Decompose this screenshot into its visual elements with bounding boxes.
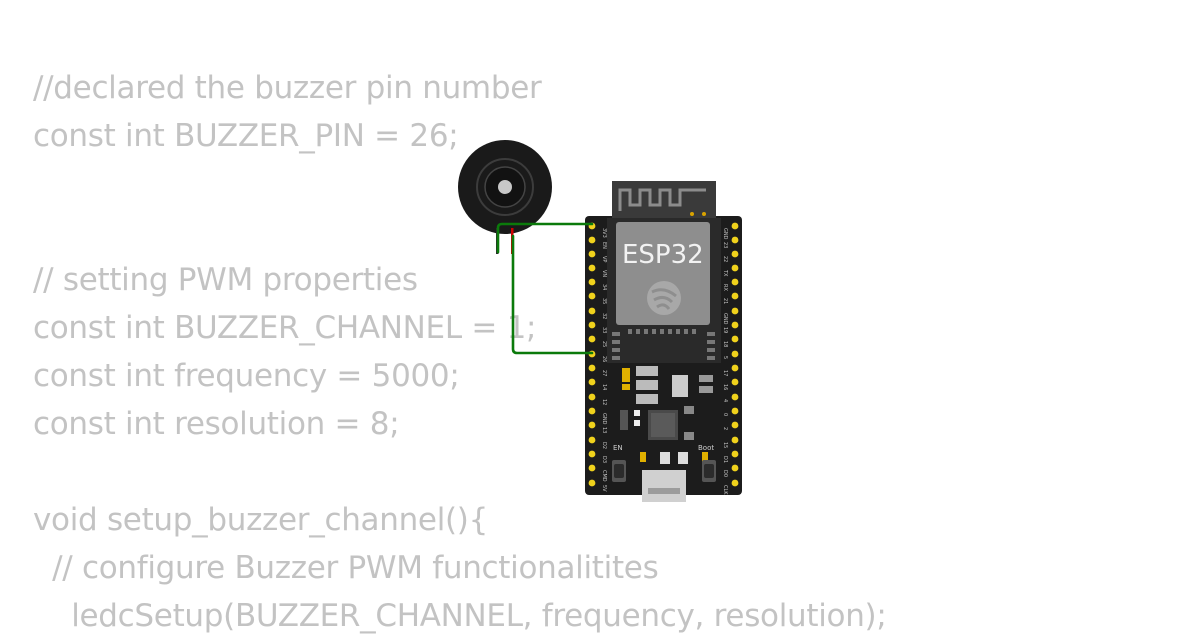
pin-label: 4 [722, 399, 728, 402]
wires [496, 222, 594, 355]
pin-label: GND [722, 228, 728, 240]
pin-label: D2 [601, 442, 607, 449]
antenna-trace [618, 188, 706, 211]
pin-label: 5 [722, 356, 728, 359]
pin-label: 2 [722, 427, 728, 430]
code-line-6: const int BUZZER_CHANNEL = 1; [33, 310, 537, 346]
code-line-2: const int BUZZER_PIN = 26; [33, 118, 459, 154]
pin-label: 13 [601, 427, 607, 433]
antenna-block [612, 181, 716, 218]
pin-label: 23 [722, 242, 728, 248]
pin-label: 15 [722, 442, 728, 448]
buzzer-opening [498, 180, 512, 194]
pin-label: 32 [601, 313, 607, 319]
pin-label: 35 [601, 298, 607, 304]
wire-gnd[interactable] [496, 222, 594, 254]
pin-label: CMD [601, 470, 607, 482]
pin-label: GND [601, 413, 607, 425]
code-line-8: const int resolution = 8; [33, 406, 400, 442]
espressif-logo-icon [647, 281, 681, 315]
pin-label: 22 [722, 256, 728, 262]
pin-label: D1 [722, 456, 728, 463]
pin-label: 19 [722, 327, 728, 333]
micro-usb-port [642, 470, 686, 502]
pin-label: 5V [601, 485, 607, 492]
pin-label: VP [601, 256, 607, 262]
buzzer[interactable] [458, 140, 552, 254]
right-pin-header [731, 222, 739, 487]
boot-button[interactable] [704, 464, 714, 478]
pin-label: 26 [601, 356, 607, 362]
code-line-10: void setup_buzzer_channel(){ [33, 502, 489, 538]
board-title: ESP32 [622, 240, 704, 270]
pin-label: GND [722, 313, 728, 325]
pin-label: VN [601, 270, 607, 277]
pin-label: EN [601, 242, 607, 249]
pin-label: 0 [722, 413, 728, 416]
pin-label: 12 [601, 399, 607, 405]
pin-label: 17 [722, 370, 728, 376]
pin-label: 33 [601, 327, 607, 333]
pin-label: RX [722, 284, 728, 291]
module-shield [616, 222, 710, 325]
esp32-board[interactable]: ESP32 [585, 181, 742, 502]
code-line-11: // configure Buzzer PWM functionalitites [33, 550, 659, 586]
pin-label: 34 [601, 284, 607, 290]
code-line-7: const int frequency = 5000; [33, 358, 460, 394]
wire-gpio26[interactable] [511, 234, 594, 355]
code-line-12: ledcSetup(BUZZER_CHANNEL, frequency, res… [33, 598, 887, 634]
pin-label: TX [722, 269, 728, 277]
code-line-5: // setting PWM properties [33, 262, 418, 298]
pin-label: 18 [722, 341, 728, 347]
pin-label: 27 [601, 370, 607, 376]
pin-label: 16 [722, 384, 728, 390]
en-button[interactable] [614, 464, 624, 478]
left-pin-labels: 3V3 EN VP VN 34 35 32 33 25 26 27 14 12 … [601, 228, 607, 492]
pin-label: D3 [601, 456, 607, 463]
pin-label: 3V3 [601, 228, 607, 238]
pin-label: CLK [722, 485, 728, 495]
left-pin-header [588, 222, 596, 487]
pin-label: 21 [722, 298, 728, 304]
pin-label: 25 [601, 341, 607, 347]
en-label: EN [613, 444, 623, 452]
code-line-1: //declared the buzzer pin number [33, 70, 542, 106]
pin-label: 14 [601, 384, 607, 390]
boot-label: Boot [698, 444, 714, 452]
right-pin-labels: GND 23 22 TX RX 21 GND 19 18 5 17 16 4 0… [722, 228, 728, 495]
pin-label: D0 [722, 470, 728, 477]
